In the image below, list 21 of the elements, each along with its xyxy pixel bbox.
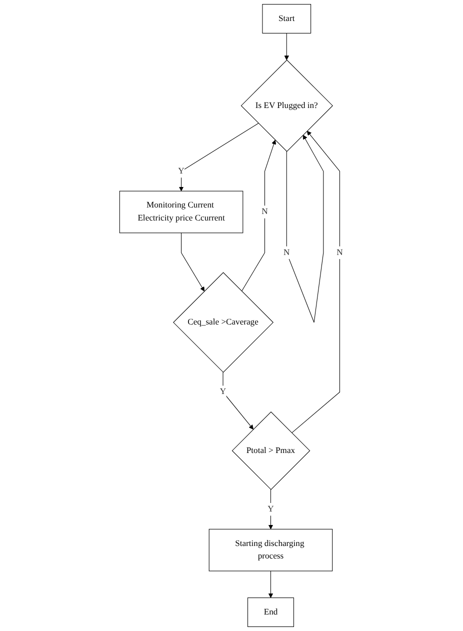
node-box: End [248, 598, 294, 627]
arrow [292, 130, 340, 434]
edge-label: Y [178, 166, 185, 176]
edge-label: N [336, 248, 344, 258]
arrow [223, 372, 254, 430]
node-box: Monitoring Current Electricity price Ccurrent [120, 190, 244, 234]
arrow [286, 134, 324, 323]
node-box: Start [262, 4, 312, 34]
arrow [181, 232, 205, 292]
arrow [284, 32, 290, 60]
node-diamond: Ceq_sale >Caverage [173, 272, 274, 373]
node-diamond: Is EV Plugged in? [241, 60, 334, 152]
edge-label: Y [268, 504, 274, 514]
edge-label: N [284, 248, 290, 258]
edge-label: Y [220, 387, 226, 396]
node-box: Starting discharging process [209, 528, 333, 572]
edge-label: N [262, 207, 268, 216]
arrow [179, 123, 259, 192]
arrow [268, 570, 274, 598]
node-diamond: Ptotal > Pmax [232, 412, 310, 490]
arrow [242, 140, 276, 292]
